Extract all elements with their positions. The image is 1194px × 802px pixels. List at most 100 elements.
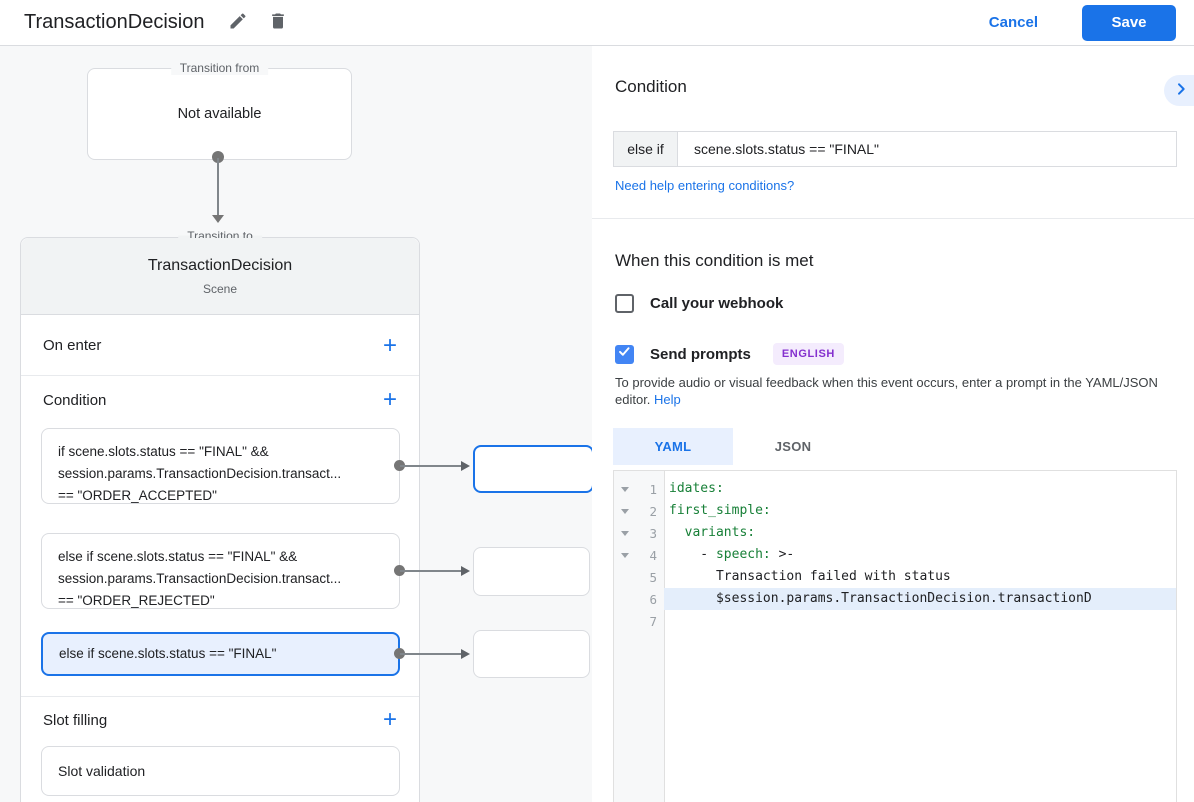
language-badge[interactable]: ENGLISH: [772, 343, 844, 365]
collapse-panel-button[interactable]: [1164, 75, 1194, 106]
topbar-actions: Cancel Save: [983, 4, 1176, 41]
editor-line: 1 idates:: [614, 478, 1176, 500]
slot-filling-label: Slot filling: [43, 711, 108, 729]
transition-to-card: Transition to TransactionDecision Scene …: [20, 229, 420, 802]
condition2-connector-dot: [394, 565, 405, 576]
fold-toggle-icon[interactable]: [614, 486, 635, 492]
condition2-connector-arrowhead: [461, 566, 470, 576]
condition-item-3[interactable]: else if scene.slots.status == "FINAL": [41, 632, 400, 676]
code-line[interactable]: [664, 610, 1176, 632]
panel-title: Condition: [615, 77, 687, 96]
scene-type-label: Scene: [202, 281, 238, 296]
condition-expression-field: else if scene.slots.status == "FINAL": [613, 131, 1177, 167]
connector-dot: [212, 151, 224, 163]
transition-from-box: Transition from Not available: [87, 61, 352, 160]
code-segment: >-: [770, 547, 795, 562]
tab-yaml[interactable]: YAML: [613, 428, 733, 465]
add-on-enter-button[interactable]: +: [382, 331, 397, 359]
code-line[interactable]: idates:: [664, 478, 1176, 500]
transition-target-box[interactable]: [473, 547, 590, 596]
code-line[interactable]: variants:: [664, 522, 1176, 544]
edit-scene-button[interactable]: [226, 11, 250, 35]
code-line[interactable]: Transaction failed with status: [664, 566, 1176, 588]
line-number: 6: [649, 591, 657, 607]
code-line[interactable]: - speech: >-: [664, 544, 1176, 566]
condition1-connector-dot: [394, 460, 405, 471]
checkmark-icon: [618, 345, 631, 363]
call-webhook-checkbox[interactable]: [615, 294, 634, 313]
slot-validation-item[interactable]: Slot validation: [41, 746, 400, 796]
condition-text-line: session.params.TransactionDecision.trans…: [58, 466, 342, 481]
add-slot-button[interactable]: +: [382, 706, 397, 733]
code-line[interactable]: $session.params.TransactionDecision.tran…: [664, 588, 1176, 610]
slot-filling-section-header: Slot filling +: [21, 698, 419, 742]
code-segment: Transaction failed with status: [669, 569, 951, 584]
flow-canvas: Transition from Not available Transition…: [0, 46, 592, 802]
editor-line: 7: [614, 610, 1176, 632]
line-number: 2: [649, 503, 657, 519]
connector-line: [217, 158, 219, 216]
transition-target-box[interactable]: [473, 630, 590, 678]
fold-toggle-icon[interactable]: [614, 530, 635, 536]
condition-section-header: Condition +: [21, 378, 419, 422]
tab-json[interactable]: JSON: [774, 439, 812, 454]
transition-target-box-selected[interactable]: [473, 445, 592, 493]
editor-gutter: [614, 471, 665, 802]
transition-from-value: Not available: [177, 106, 262, 122]
webhook-row: Call your webhook: [615, 294, 783, 313]
editor-line: 4 - speech: >-: [614, 544, 1176, 566]
condition-detail-panel: Condition else if scene.slots.status == …: [592, 46, 1194, 802]
when-condition-title: When this condition is met: [615, 251, 814, 270]
conditions-help-link[interactable]: Need help entering conditions?: [615, 178, 795, 193]
top-bar: TransactionDecision Cancel Save: [0, 0, 1194, 46]
editor-line: 5 Transaction failed with status: [614, 566, 1176, 588]
condition3-connector-arrowhead: [461, 649, 470, 659]
condition-item-1[interactable]: if scene.slots.status == "FINAL" && sessi…: [41, 428, 400, 504]
condition-prefix: else if: [614, 132, 678, 166]
condition-text-line: if scene.slots.status == "FINAL" &&: [58, 444, 269, 459]
line-number: 7: [649, 613, 657, 629]
fold-toggle-icon[interactable]: [614, 508, 635, 514]
condition1-connector-line: [400, 465, 462, 467]
prompt-hint-text: To provide audio or visual feedback when…: [615, 374, 1179, 408]
save-button[interactable]: Save: [1082, 4, 1176, 41]
condition-text-line: == "ORDER_ACCEPTED": [58, 488, 217, 503]
condition-section-label: Condition: [43, 391, 107, 409]
condition-text-line: == "ORDER_REJECTED": [58, 593, 215, 608]
condition3-connector-dot: [394, 648, 405, 659]
line-number: 5: [649, 569, 657, 585]
chevron-right-icon: [1173, 81, 1189, 100]
connector-arrowhead: [212, 215, 224, 223]
line-number: 1: [649, 481, 657, 497]
condition-text-line: session.params.TransactionDecision.trans…: [58, 571, 342, 586]
line-number: 4: [649, 547, 657, 563]
call-webhook-label: Call your webhook: [650, 295, 784, 312]
condition1-connector-arrowhead: [461, 461, 470, 471]
pencil-icon: [228, 11, 248, 34]
condition-expression-input[interactable]: scene.slots.status == "FINAL": [694, 141, 880, 157]
prompt-hint-body: To provide audio or visual feedback when…: [615, 375, 1158, 407]
condition3-connector-line: [400, 653, 462, 655]
help-link[interactable]: Help: [654, 392, 681, 407]
send-prompts-label: Send prompts: [650, 345, 751, 363]
condition-item-2[interactable]: else if scene.slots.status == "FINAL" &&…: [41, 533, 400, 609]
editor-line: 2 first_simple:: [614, 500, 1176, 522]
code-line[interactable]: first_simple:: [664, 500, 1176, 522]
condition-text-line: else if scene.slots.status == "FINAL": [59, 646, 277, 661]
editor-line: 3 variants:: [614, 522, 1176, 544]
fold-toggle-icon[interactable]: [614, 552, 635, 558]
cancel-button[interactable]: Cancel: [983, 13, 1044, 32]
condition-text-line: else if scene.slots.status == "FINAL" &&: [58, 549, 298, 564]
editor-tabs: YAML JSON: [613, 428, 853, 465]
send-prompts-row: Send prompts ENGLISH: [615, 343, 844, 365]
add-condition-button[interactable]: +: [382, 386, 397, 413]
send-prompts-checkbox[interactable]: [615, 344, 634, 364]
panel-divider: [592, 218, 1194, 219]
condition2-connector-line: [400, 570, 462, 572]
scene-name: TransactionDecision: [147, 256, 293, 274]
delete-scene-button[interactable]: [266, 11, 290, 35]
transition-from-legend: Transition from: [170, 61, 269, 75]
